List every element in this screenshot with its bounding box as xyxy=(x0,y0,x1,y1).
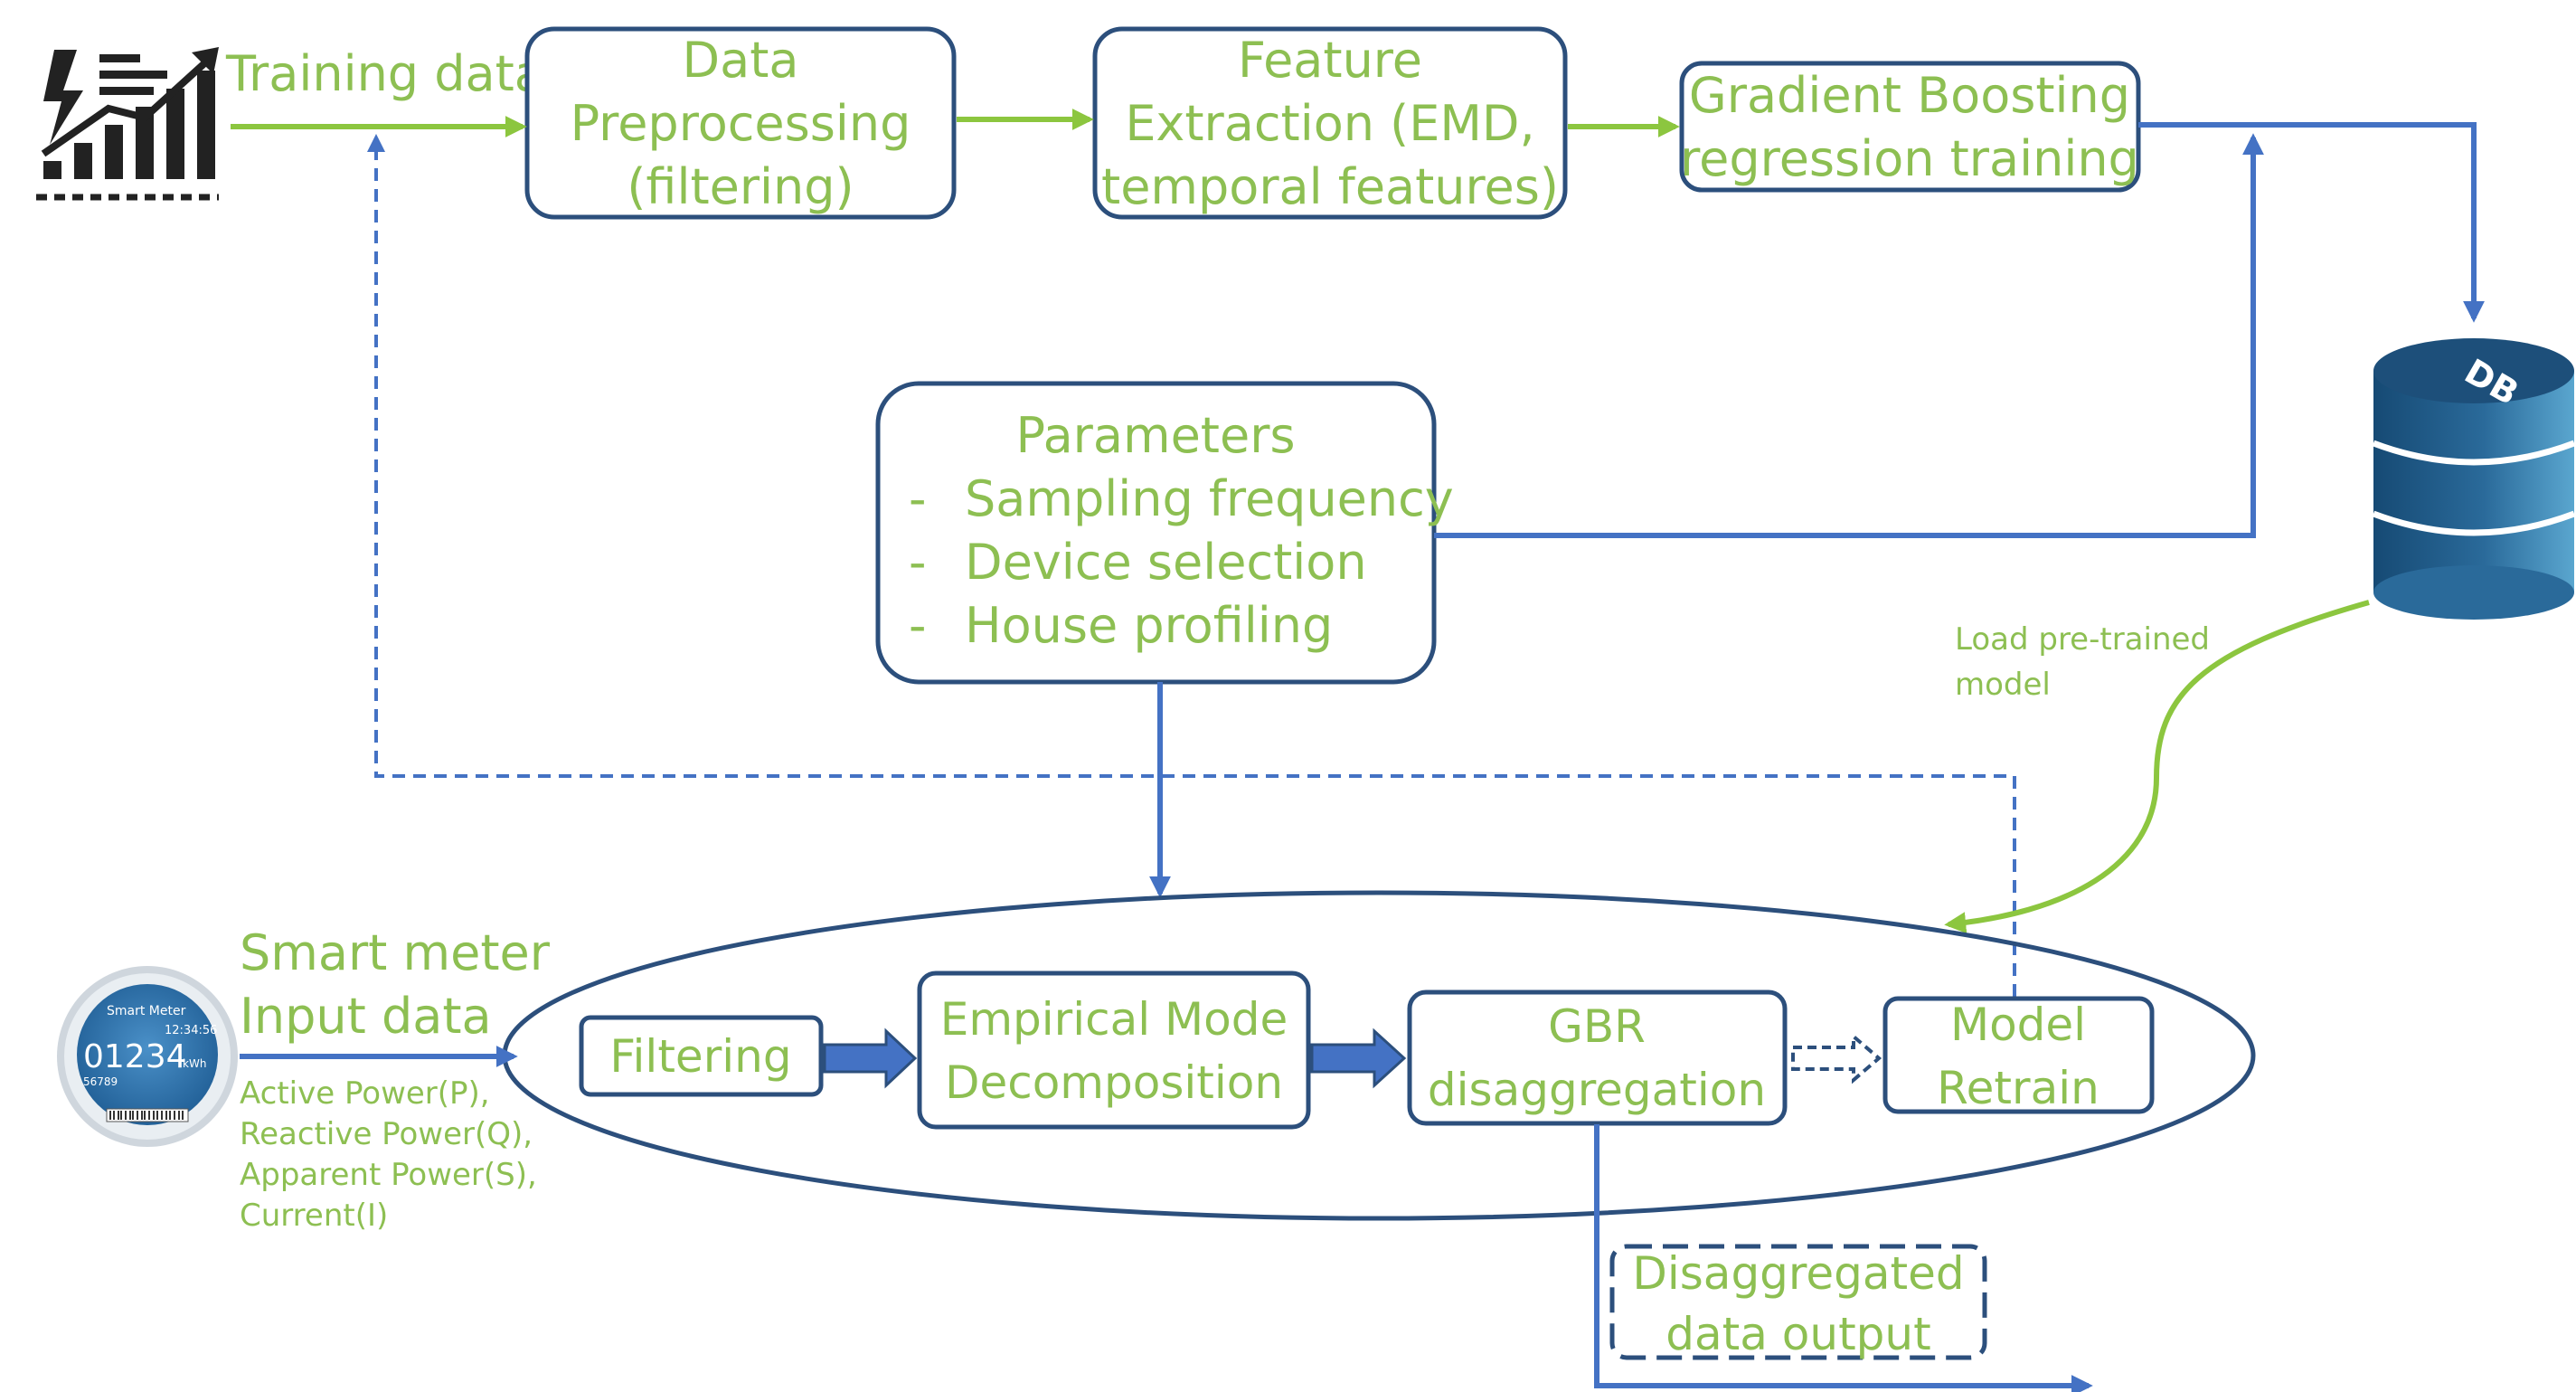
smart-meter-title-2: Input data xyxy=(240,988,492,1045)
meter-sub-reading: 56789 xyxy=(83,1075,118,1088)
meter-field-reactive: Reactive Power(Q), xyxy=(240,1116,533,1152)
smart-meter-icon: Smart Meter 12:34:56 01234 kWh 56789 xyxy=(57,966,238,1147)
block-arrow-emd-to-gbr xyxy=(1310,1027,1407,1089)
meter-reading: 01234 xyxy=(83,1038,187,1075)
feature-extraction-line-1: Feature xyxy=(1238,32,1422,89)
dashed-arrow-gbr-to-retrain xyxy=(1791,1032,1882,1084)
parameters-item-device: Device selection xyxy=(965,534,1367,591)
meter-field-active: Active Power(P), xyxy=(240,1075,490,1112)
meter-brand: Smart Meter xyxy=(107,1004,186,1018)
load-model-line-1: Load pre-trained xyxy=(1955,621,2210,658)
meter-field-apparent: Apparent Power(S), xyxy=(240,1157,537,1193)
arrow-parameters-to-training xyxy=(1434,133,2264,538)
arrow-gbr-to-output xyxy=(1594,1124,2093,1392)
parameters-bullet: - xyxy=(909,470,927,527)
smart-meter-title-1: Smart meter xyxy=(240,924,551,981)
output-box: Disaggregated data output xyxy=(1609,1244,1987,1360)
feature-extraction-box: Feature Extraction (EMD, temporal featur… xyxy=(1092,26,1568,220)
emd-line-1: Empirical Mode xyxy=(940,993,1288,1046)
preprocessing-line-1: Data xyxy=(683,32,799,89)
feature-extraction-line-2: Extraction (EMD, xyxy=(1125,95,1534,152)
meter-time: 12:34:56 xyxy=(165,1024,217,1037)
load-model-line-2: model xyxy=(1955,667,2051,703)
training-data-icon xyxy=(36,47,219,201)
output-line-2: data output xyxy=(1665,1308,1930,1360)
preprocessing-line-2: Preprocessing xyxy=(571,95,911,152)
gbr-box: GBR disaggregation xyxy=(1407,990,1788,1126)
training-data-label: Training data xyxy=(225,45,544,102)
meter-field-current: Current(I) xyxy=(240,1198,388,1234)
filtering-label: Filtering xyxy=(609,1030,791,1083)
retrain-line-2: Retrain xyxy=(1937,1062,2099,1114)
preprocessing-box: Data Preprocessing (filtering) xyxy=(524,26,957,220)
block-arrow-filtering-to-emd xyxy=(823,1027,918,1089)
gbr-line-1: GBR xyxy=(1548,1000,1646,1053)
gradient-boosting-line-2: regression training xyxy=(1680,130,2139,187)
emd-box: Empirical Mode Decomposition xyxy=(917,971,1311,1130)
database-icon: DB xyxy=(2372,338,2576,620)
gradient-boosting-box: Gradient Boosting regression training xyxy=(1679,61,2141,193)
dashed-arrow-retrain-to-training xyxy=(367,134,2016,997)
emd-line-2: Decomposition xyxy=(945,1056,1283,1109)
parameters-item-house: House profiling xyxy=(965,597,1333,654)
meter-unit: kWh xyxy=(183,1057,206,1070)
feature-extraction-line-3: temporal features) xyxy=(1101,158,1559,215)
parameters-bullet: - xyxy=(909,597,927,654)
arrow-db-load-model xyxy=(1944,600,2370,934)
retrain-line-1: Model xyxy=(1950,999,2086,1051)
preprocessing-line-3: (filtering) xyxy=(627,158,854,215)
gradient-boosting-line-1: Gradient Boosting xyxy=(1689,67,2130,124)
parameters-item-sampling: Sampling frequency xyxy=(965,470,1454,527)
gbr-line-2: disaggregation xyxy=(1428,1064,1766,1116)
model-retrain-box: Model Retrain xyxy=(1882,996,2155,1114)
output-line-1: Disaggregated xyxy=(1632,1247,1964,1300)
parameters-bullet: - xyxy=(909,534,927,591)
arrow-training-to-db xyxy=(2138,122,2485,323)
filtering-box: Filtering xyxy=(579,1015,824,1097)
parameters-title: Parameters xyxy=(1015,407,1295,464)
parameters-box: Parameters - Sampling frequency - Device… xyxy=(875,381,1454,685)
